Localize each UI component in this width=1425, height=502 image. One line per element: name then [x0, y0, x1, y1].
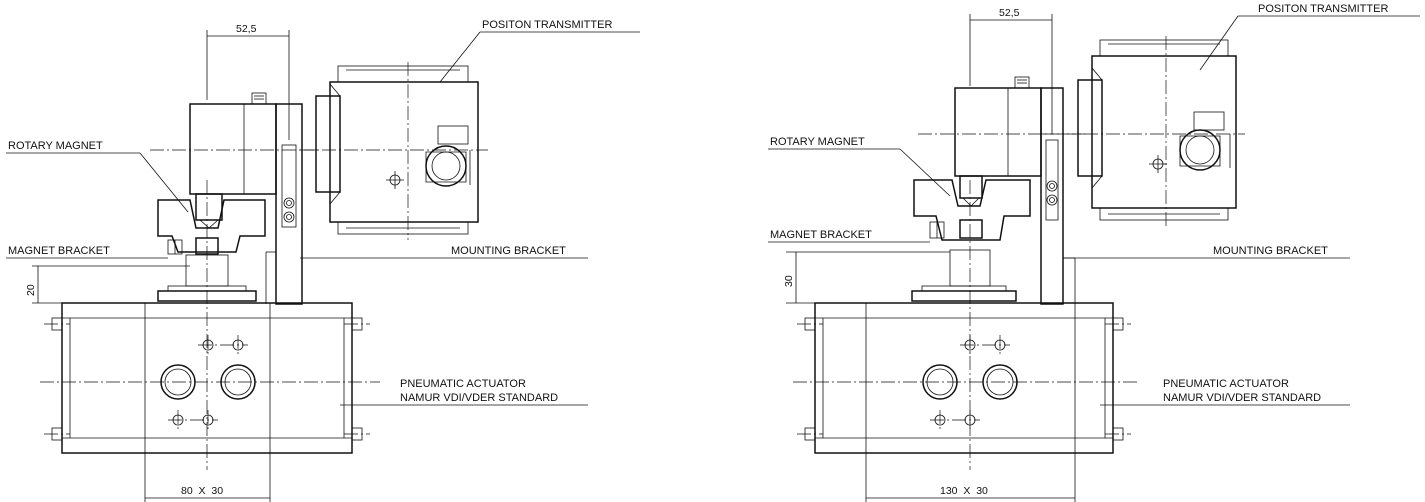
mounting-bracket-left [265, 103, 303, 305]
labels-right: POSITON TRANSMITTER ROTARY MAGNET MAGNET… [768, 3, 1420, 406]
dimension-top-right: 52,5 [969, 7, 1053, 134]
label-mounting-bracket: MOUNTING BRACKET [451, 245, 566, 257]
transmitter-right [1040, 36, 1245, 226]
rotary-magnet-left [189, 92, 277, 229]
dimension-52-5-label: 52,5 [236, 23, 257, 35]
label-actuator-line2: NAMUR VDI/VDER STANDARD [400, 392, 558, 404]
labels-left: POSITON TRANSMITTER ROTARY MAGNET MAGNET… [6, 19, 640, 406]
view-right: 52,5 30 130 X 30 POSITON TRANSMITTER ROT… [768, 3, 1420, 502]
label-rotary-magnet: ROTARY MAGNET [8, 140, 103, 152]
label-actuator-line2: NAMUR VDI/VDER STANDARD [1163, 392, 1321, 404]
dimension-height-label: 20 [25, 284, 37, 296]
dimension-height-right: 30 [783, 251, 950, 304]
shaft-right [911, 180, 1017, 470]
dimension-top-left: 52,5 [206, 23, 290, 140]
transmitter-left [300, 62, 488, 240]
label-magnet-bracket: MAGNET BRACKET [770, 229, 872, 241]
magnet-bracket-left [157, 199, 266, 255]
view-left: 52,5 20 80 X 30 POSITON TRANSMITTER ROTA… [6, 19, 640, 502]
dimension-52-5-label: 52,5 [999, 7, 1020, 19]
dimension-bottom-label: 80 X 30 [181, 485, 223, 497]
mounting-bracket-right [1040, 87, 1076, 305]
dimension-height-label: 30 [783, 275, 795, 287]
label-magnet-bracket: MAGNET BRACKET [8, 245, 110, 257]
dimension-height-left: 20 [25, 265, 190, 304]
rotary-magnet-right [954, 76, 1042, 207]
label-position-transmitter: POSITON TRANSMITTER [482, 19, 612, 31]
dimension-bottom-label: 130 X 30 [940, 485, 988, 497]
shaft-left [157, 180, 257, 470]
dimension-bottom-right: 130 X 30 [865, 453, 1076, 502]
magnet-bracket-right [913, 179, 1031, 241]
actuator-right [793, 302, 1140, 454]
label-actuator-line1: PNEUMATIC ACTUATOR [400, 378, 526, 390]
dimension-bottom-left: 80 X 30 [144, 453, 271, 502]
label-actuator-line1: PNEUMATIC ACTUATOR [1163, 378, 1289, 390]
label-mounting-bracket: MOUNTING BRACKET [1213, 245, 1328, 257]
label-rotary-magnet: ROTARY MAGNET [770, 136, 865, 148]
actuator-left [40, 302, 380, 454]
label-position-transmitter: POSITON TRANSMITTER [1258, 3, 1388, 15]
